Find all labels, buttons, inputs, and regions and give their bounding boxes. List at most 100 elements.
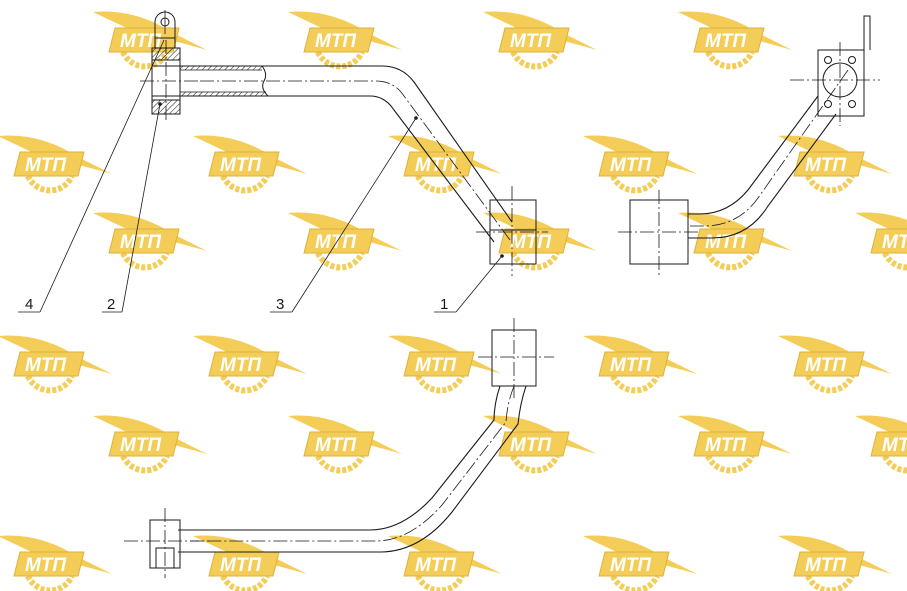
watermark-text: МТП bbox=[25, 555, 66, 576]
watermark-badge bbox=[208, 151, 280, 177]
callout-3: 3 bbox=[270, 116, 418, 313]
watermark-gear-icon bbox=[510, 251, 560, 271]
watermark-layer: МТП МТП МТП МТП МТП МТП МТП МТП МТП МТП МТП МТП МТП М… bbox=[0, 11, 907, 591]
watermark-gear-icon bbox=[805, 574, 855, 591]
watermark-badge bbox=[208, 351, 280, 377]
watermark-logo: МТП bbox=[193, 135, 307, 194]
watermark-gear-icon bbox=[805, 374, 855, 394]
watermark-gear-icon bbox=[415, 374, 465, 394]
callout-label-1: 1 bbox=[440, 296, 448, 313]
watermark-gear-icon bbox=[610, 174, 660, 194]
top-end-fitting bbox=[478, 318, 554, 398]
watermark-logo: МТП bbox=[678, 11, 792, 70]
watermark-gear-icon bbox=[415, 174, 465, 194]
watermark-text: МТП bbox=[805, 155, 846, 176]
watermark-text: МТП bbox=[315, 435, 356, 456]
watermark-badge bbox=[793, 351, 865, 377]
watermark-text: МТП bbox=[415, 355, 456, 376]
watermark-badge bbox=[303, 228, 375, 254]
watermark-logo: МТП bbox=[288, 11, 402, 70]
watermark-text: МТП bbox=[120, 435, 161, 456]
watermark-logo: МТП bbox=[193, 335, 307, 394]
watermark-text: МТП bbox=[610, 555, 651, 576]
watermark-text: МТП bbox=[510, 435, 551, 456]
watermark-gear-icon bbox=[882, 454, 907, 474]
watermark-logo: МТП bbox=[388, 335, 502, 394]
watermark-text: МТП bbox=[315, 31, 356, 52]
callout-label-2: 2 bbox=[107, 296, 115, 313]
watermark-text: МТП bbox=[220, 355, 261, 376]
watermark-gear-icon bbox=[610, 374, 660, 394]
watermark-badge bbox=[403, 151, 475, 177]
watermark-badge bbox=[13, 151, 85, 177]
watermark-badge bbox=[303, 431, 375, 457]
watermark-logo: МТП bbox=[778, 135, 892, 194]
watermark-logo: МТП bbox=[288, 212, 402, 271]
watermark-gear-icon bbox=[220, 174, 270, 194]
watermark-text: МТП bbox=[25, 155, 66, 176]
watermark-gear-icon bbox=[315, 50, 365, 70]
watermark-logo: МТП bbox=[855, 212, 907, 271]
watermark-text: МТП bbox=[120, 232, 161, 253]
watermark-logo: МТП bbox=[388, 135, 502, 194]
watermark-badge bbox=[108, 431, 180, 457]
watermark-text: МТП bbox=[510, 31, 551, 52]
watermark-logo: МТП bbox=[0, 335, 112, 394]
top-pipe bbox=[178, 385, 527, 553]
watermark-gear-icon bbox=[120, 251, 170, 271]
watermark-gear-icon bbox=[315, 454, 365, 474]
watermark-badge bbox=[793, 551, 865, 577]
watermark-badge bbox=[303, 27, 375, 53]
side-pipe bbox=[688, 69, 849, 239]
watermark-text: МТП bbox=[315, 232, 356, 253]
watermark-gear-icon bbox=[25, 174, 75, 194]
watermark-text: МТП bbox=[220, 555, 261, 576]
watermark-badge bbox=[693, 228, 765, 254]
watermark-logo: МТП bbox=[0, 535, 112, 591]
watermark-gear-icon bbox=[315, 251, 365, 271]
pipe-section bbox=[180, 65, 269, 97]
watermark-gear-icon bbox=[705, 251, 755, 271]
watermark-logo: МТП bbox=[288, 415, 402, 474]
watermark-gear-icon bbox=[25, 374, 75, 394]
watermark-text: МТП bbox=[415, 555, 456, 576]
watermark-badge bbox=[598, 351, 670, 377]
end-fitting bbox=[476, 186, 548, 276]
watermark-badge bbox=[870, 431, 907, 457]
watermark-text: МТП bbox=[805, 555, 846, 576]
main-view: 4 2 3 1 bbox=[18, 10, 548, 313]
watermark-badge bbox=[693, 431, 765, 457]
watermark-badge bbox=[498, 431, 570, 457]
watermark-text: МТП bbox=[805, 355, 846, 376]
watermark-badge bbox=[403, 351, 475, 377]
watermark-logo: МТП bbox=[483, 11, 597, 70]
watermark-logo: МТП bbox=[855, 415, 907, 474]
watermark-text: МТП bbox=[610, 155, 651, 176]
watermark-logo: МТП bbox=[778, 335, 892, 394]
flange-plate bbox=[790, 15, 880, 126]
watermark-text: МТП bbox=[220, 155, 261, 176]
watermark-logo: МТП bbox=[0, 135, 112, 194]
top-view bbox=[124, 318, 554, 578]
watermark-badge bbox=[498, 228, 570, 254]
watermark-gear-icon bbox=[25, 574, 75, 591]
watermark-logo: МТП bbox=[678, 212, 792, 271]
watermark-badge bbox=[403, 551, 475, 577]
watermark-text: МТП bbox=[610, 355, 651, 376]
watermark-text: МТП bbox=[25, 355, 66, 376]
watermark-gear-icon bbox=[510, 454, 560, 474]
watermark-logo: МТП bbox=[778, 535, 892, 591]
watermark-logo: МТП bbox=[678, 415, 792, 474]
callout-1: 1 bbox=[434, 254, 504, 313]
watermark-badge bbox=[13, 351, 85, 377]
side-end-fitting bbox=[618, 190, 700, 276]
watermark-logo: МТП bbox=[388, 535, 502, 591]
watermark-gear-icon bbox=[220, 374, 270, 394]
watermark-text: МТП bbox=[510, 232, 551, 253]
watermark-text: МТП bbox=[705, 232, 746, 253]
watermark-gear-icon bbox=[705, 50, 755, 70]
watermark-logo: МТП bbox=[583, 535, 697, 591]
watermark-badge bbox=[598, 151, 670, 177]
top-clamp bbox=[124, 508, 210, 578]
watermark-gear-icon bbox=[705, 454, 755, 474]
